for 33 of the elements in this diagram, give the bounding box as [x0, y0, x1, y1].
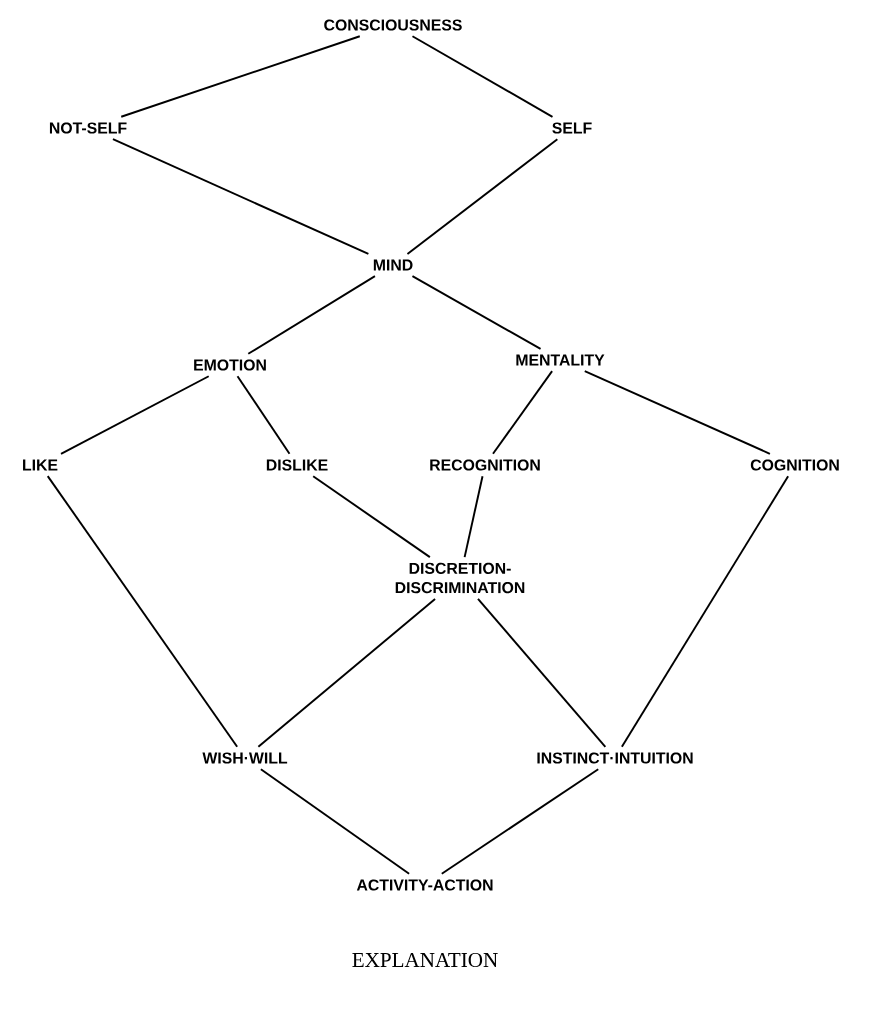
connector-line — [46, 475, 239, 748]
connector-line — [112, 138, 370, 255]
connector-line — [60, 375, 210, 455]
connector-line — [257, 597, 437, 748]
connector-line — [120, 35, 361, 118]
concept-label: INSTINCT·INTUITION — [537, 752, 693, 764]
connector-line — [312, 475, 431, 559]
concept-label: COGNITION — [750, 459, 839, 471]
connector-line — [620, 475, 790, 748]
concept-label: DISCRETION- DISCRIMINATION — [395, 562, 525, 594]
connector-line — [236, 375, 291, 455]
connector-line — [463, 475, 484, 559]
connector-line — [583, 370, 771, 455]
connector-line — [477, 597, 607, 748]
concept-label: MIND — [373, 259, 413, 271]
connector-line — [411, 35, 554, 118]
concept-label: LIKE — [23, 459, 58, 471]
concept-label: CONSCIOUSNESS — [324, 19, 462, 31]
connector-line — [406, 138, 559, 255]
concept-label: DISLIKE — [266, 459, 328, 471]
connector-line — [247, 275, 376, 355]
concept-label: NOT-SELF — [49, 122, 127, 134]
connector-line — [411, 275, 542, 350]
concept-label: ACTIVITY-ACTION — [356, 879, 493, 891]
connector-line — [440, 768, 600, 875]
caption: EXPLANATION — [352, 952, 498, 968]
concept-label: RECOGNITION — [430, 459, 540, 471]
concept-label: WISH·WILL — [202, 752, 288, 764]
concept-label: MENTALITY — [516, 354, 605, 366]
connector-line — [259, 768, 411, 875]
connector-line — [492, 370, 554, 455]
concept-label: SELF — [552, 122, 592, 134]
concept-label: EMOTION — [194, 359, 266, 371]
